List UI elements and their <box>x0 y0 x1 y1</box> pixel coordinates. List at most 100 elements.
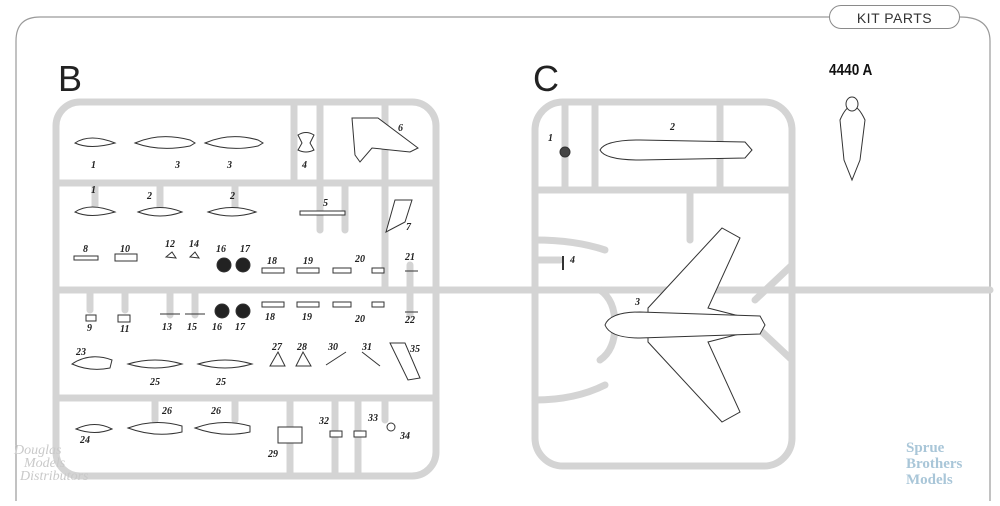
part-b2-b <box>206 207 258 217</box>
part-label: 8 <box>83 244 88 255</box>
part-b16-bottom <box>214 303 230 319</box>
part-label: 2 <box>669 122 675 133</box>
part-b20-top-b <box>371 267 385 274</box>
part-label: 2 <box>146 191 152 202</box>
part-label: 22 <box>404 315 415 326</box>
part-label: 13 <box>162 322 172 333</box>
sprue-b-letter: B <box>58 58 83 99</box>
part-label: 32 <box>318 416 329 427</box>
part-label: 7 <box>406 222 412 233</box>
part-b8 <box>73 255 99 261</box>
part-b26-b <box>193 422 251 435</box>
part-label: 1 <box>548 133 553 144</box>
part-b19-top <box>296 267 320 274</box>
part-label: 19 <box>302 312 312 323</box>
sprue-c-parts <box>559 139 766 423</box>
part-label: 5 <box>323 198 328 209</box>
part-b1-bottom <box>73 206 117 216</box>
part-label: 14 <box>189 239 199 250</box>
part-c2 <box>599 139 753 161</box>
part-b4 <box>297 132 315 153</box>
sprue-c-frame <box>531 98 796 470</box>
part-b24 <box>74 424 114 433</box>
part-b35 <box>389 342 421 381</box>
part-b7 <box>385 199 413 233</box>
part-b19-bottom <box>296 301 320 308</box>
part-b23 <box>70 356 113 370</box>
logo-line: Models <box>906 472 953 488</box>
part-label: 34 <box>399 431 410 442</box>
part-b17-bottom <box>235 303 251 319</box>
logo-line: Douglas <box>14 443 62 458</box>
part-label: 15 <box>187 322 197 333</box>
part-label: 31 <box>361 342 372 353</box>
part-c3-fuselage <box>604 311 766 339</box>
part-label: 25 <box>215 377 226 388</box>
part-b12 <box>164 251 178 259</box>
part-b20-bottom-b <box>371 301 385 308</box>
part-b20-top-a <box>332 267 352 274</box>
part-b1-top <box>73 137 117 147</box>
logo-line: Sprue <box>906 440 945 456</box>
part-label: 1 <box>91 160 96 171</box>
part-b34 <box>386 422 396 432</box>
part-label: 17 <box>240 244 251 255</box>
part-label: 18 <box>267 256 277 267</box>
part-label: 24 <box>79 435 90 446</box>
part-label: 16 <box>212 322 222 333</box>
part-b6 <box>351 117 419 163</box>
part-label: 3 <box>634 297 640 308</box>
part-b14 <box>188 251 201 259</box>
douglas-models-distributors-logo: Douglas Models Distributors <box>14 444 126 486</box>
kit-parts-tab: KIT PARTS <box>829 5 960 29</box>
sprue-b-parts <box>70 117 421 444</box>
part-label: 19 <box>303 256 313 267</box>
part-b25-a <box>126 359 184 369</box>
part-label: 21 <box>404 252 415 263</box>
sprue-brothers-models-logo: Sprue Brothers Models <box>906 440 990 492</box>
part-label: 29 <box>267 449 278 460</box>
part-b10 <box>114 253 138 262</box>
part-b26-a <box>126 422 183 435</box>
canopy-part <box>839 96 866 182</box>
part-b32-a <box>329 430 343 438</box>
part-b3-b <box>203 136 264 149</box>
part-label: 35 <box>409 344 420 355</box>
part-b18-bottom <box>261 301 285 308</box>
part-label: 30 <box>327 342 338 353</box>
part-label: 1 <box>91 185 96 196</box>
part-b30 <box>325 351 347 366</box>
part-label: 23 <box>75 347 86 358</box>
part-label: 27 <box>271 342 283 353</box>
part-label: 16 <box>216 244 226 255</box>
part-b20-bottom-a <box>332 301 352 308</box>
part-label: 4 <box>301 160 307 171</box>
part-b2-a <box>136 207 184 217</box>
part-label: 3 <box>174 160 180 171</box>
part-label: 20 <box>354 314 365 325</box>
part-b18-top <box>261 267 285 274</box>
logo-line: Brothers <box>906 456 963 472</box>
part-label: 28 <box>296 342 307 353</box>
part-b3-a <box>133 136 196 149</box>
part-c1 <box>559 146 571 158</box>
part-label: 4 <box>569 255 575 266</box>
part-label: 3 <box>226 160 232 171</box>
part-label: 11 <box>120 324 129 335</box>
part-b28 <box>295 350 312 367</box>
part-b31 <box>361 351 381 367</box>
part-label: 26 <box>161 406 172 417</box>
part-b29 <box>277 426 303 444</box>
logo-line: Models <box>24 456 66 471</box>
part-label: 26 <box>210 406 221 417</box>
part-label: 2 <box>229 191 235 202</box>
part-label: 6 <box>398 123 403 134</box>
part-label: 10 <box>120 244 130 255</box>
part-b32-b <box>353 430 367 438</box>
part-b5 <box>299 210 346 216</box>
part-labels-c: 1 2 4 3 <box>548 122 675 308</box>
part-b17-top <box>235 257 251 273</box>
part-label: 17 <box>235 322 246 333</box>
logo-line: Distributors <box>20 469 89 484</box>
